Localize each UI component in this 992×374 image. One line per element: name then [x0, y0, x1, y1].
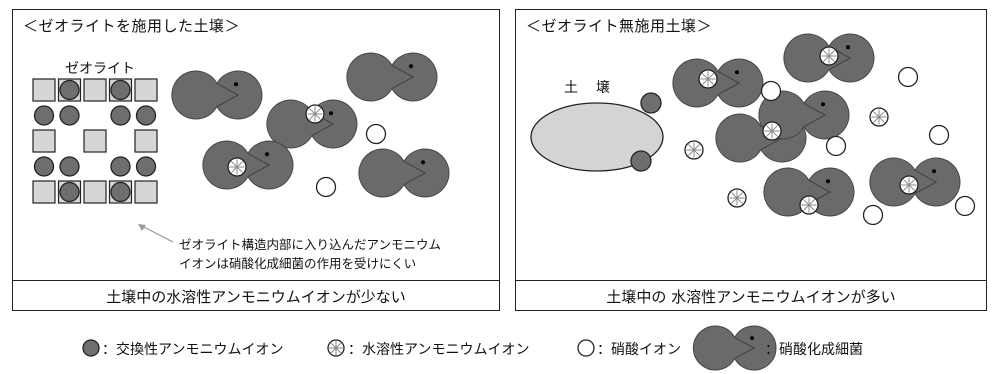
water-soluble-ammonium-ion [684, 140, 704, 160]
nitrifying-bacteria [763, 167, 855, 217]
bacteria-eye [750, 336, 754, 341]
exchangeable-ammonium-ion [110, 79, 131, 101]
left-diagram [32, 52, 450, 243]
exchangeable-ammonium-ion [110, 156, 131, 177]
nitrate-ion [825, 135, 847, 157]
zeolite-label: ゼオライト [65, 61, 135, 77]
panel-without-zeolite: ＜ゼオライト無施用土壌＞ 土 壌 土壌中の 水溶性アンモニウムイオンが多い [515, 9, 987, 311]
bacteria-eye [826, 179, 830, 184]
caption-divider [13, 280, 499, 281]
nitrate-ion [577, 339, 595, 357]
panel-title: ＜ゼオライトを施用した土壌＞ [23, 17, 241, 35]
exchangeable-ammonium-ion [135, 105, 157, 126]
right-diagram [530, 33, 976, 226]
legend-watersoluble-label: ：水溶性アンモニウムイオン [348, 342, 530, 358]
zeolite-block [32, 78, 56, 102]
bacteria-eye [329, 111, 333, 116]
bacteria-eye [932, 169, 936, 174]
zeolite-block [134, 129, 158, 153]
soil-particle [530, 102, 664, 172]
exchangeable-ammonium-ion [33, 105, 55, 126]
nitrifying-bacteria [171, 70, 263, 120]
zeolite-block [83, 78, 107, 102]
bacteria-eye [821, 102, 825, 107]
water-soluble-ammonium-ion [819, 46, 839, 66]
nitrate-ion [365, 123, 387, 145]
nitrifying-bacteria [692, 325, 777, 371]
bacteria-eye [234, 82, 238, 87]
exchangeable-ammonium-ion [135, 156, 157, 177]
nitrifying-bacteria [783, 33, 875, 83]
panel-title: ＜ゼオライト無施用土壌＞ [526, 17, 713, 35]
nitrate-ion [928, 124, 950, 146]
zeolite-block [83, 180, 107, 204]
water-soluble-ammonium-ion [227, 157, 247, 177]
exchangeable-ammonium-ion [59, 105, 80, 126]
bacteria-eye [421, 160, 425, 165]
zeolite-block [32, 180, 56, 204]
water-soluble-ammonium-ion [698, 69, 718, 89]
panel-with-zeolite: ＜ゼオライトを施用した土壌＞ ゼオライト ゼオライト構造内部に入り込んだアンモニ… [12, 9, 500, 311]
bacteria-eye [265, 152, 269, 157]
zeolite-block [134, 180, 158, 204]
water-soluble-ammonium-ion [869, 107, 889, 127]
legend-bacteria-label: ：硝酸化成細菌 [765, 342, 863, 358]
zeolite-block [32, 129, 56, 153]
caption-divider [516, 280, 986, 281]
exchangeable-ammonium-ion [59, 181, 80, 203]
panel-caption: 土壌中の水溶性アンモニウムイオンが少ない [106, 288, 406, 306]
bacteria-eye [409, 64, 413, 69]
bacteria-eye [735, 70, 739, 75]
water-soluble-ammonium-ion [305, 104, 325, 124]
pointer-arrowhead [138, 224, 146, 231]
nitrate-ion [760, 80, 782, 102]
zeolite-note-line1: ゼオライト構造内部に入り込んだアンモニウム [179, 237, 442, 252]
zeolite-structure [32, 78, 158, 204]
exchangeable-ammonium-ion [59, 156, 80, 177]
exchangeable-ammonium-ion [640, 92, 662, 114]
legend-nitrate-label: ：硝酸イオン [597, 342, 681, 358]
water-soluble-ammonium-ion [762, 121, 782, 141]
exchangeable-ammonium-ion [110, 105, 131, 126]
legend-symbols [82, 325, 777, 371]
nitrifying-bacteria [672, 58, 764, 108]
water-soluble-ammonium-ion [727, 188, 747, 208]
water-soluble-ammonium-ion [899, 175, 919, 195]
nitrate-ion [954, 195, 976, 217]
zeolite-block [83, 129, 107, 153]
exchangeable-ammonium-ion [33, 156, 55, 177]
exchangeable-ammonium-ion [630, 150, 652, 172]
legend: ：交換性アンモニウムイオン ：水溶性アンモニウムイオン ：硝酸イオン ：硝酸化成… [0, 318, 992, 371]
pointer-arrow [139, 224, 174, 243]
water-soluble-ammonium-ion [799, 195, 819, 215]
bacteria-eye [846, 45, 850, 50]
water-soluble-ammonium-ion [327, 339, 345, 357]
nitrifying-bacteria [358, 148, 450, 198]
nitrate-ion [897, 66, 919, 88]
exchangeable-ammonium-ion [59, 79, 80, 101]
exchangeable-ammonium-ion [82, 339, 100, 357]
nitrate-ion [315, 176, 337, 198]
soil-label: 土 壌 [564, 80, 612, 96]
exchangeable-ammonium-ion [110, 181, 131, 203]
zeolite-block [134, 78, 158, 102]
legend-exchangeable-label: ：交換性アンモニウムイオン [102, 342, 284, 358]
nitrate-ion [862, 204, 884, 226]
nitrifying-bacteria [202, 140, 294, 190]
nitrifying-bacteria [346, 52, 438, 102]
panel-caption: 土壌中の 水溶性アンモニウムイオンが多い [606, 288, 896, 306]
zeolite-note: ゼオライト構造内部に入り込んだアンモニウム イオンは硝酸化成細菌の作用を受けにく… [179, 235, 441, 273]
zeolite-note-line2: イオンは硝酸化成細菌の作用を受けにくい [179, 256, 417, 271]
